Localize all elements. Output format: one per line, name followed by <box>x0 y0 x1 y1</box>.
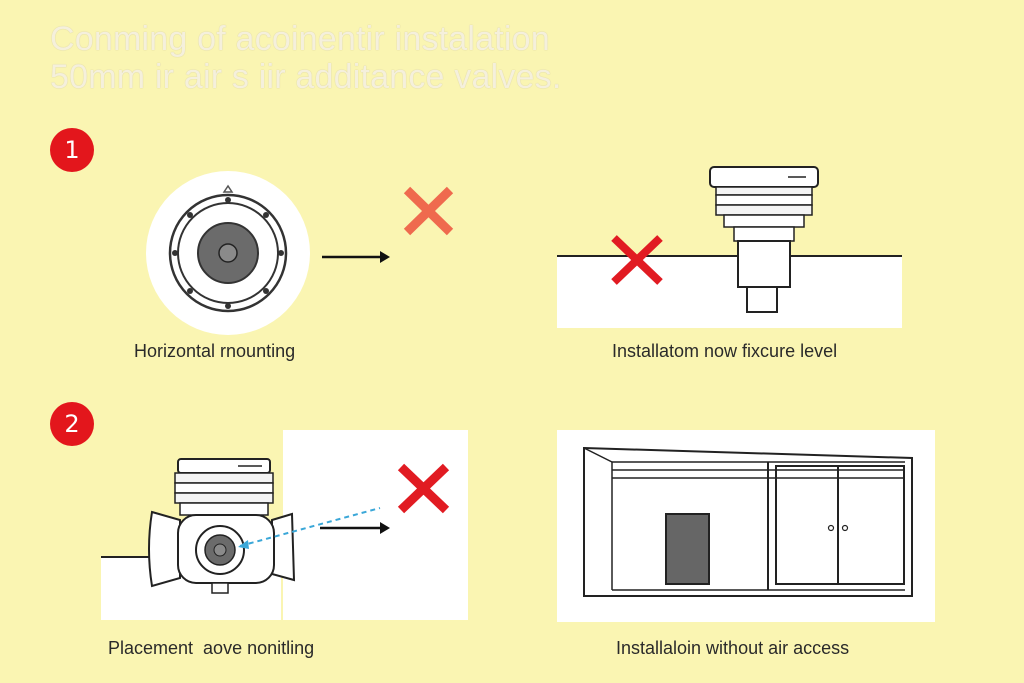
caption-fixture-level: Installatom now fixcure level <box>612 341 838 361</box>
arrow-right-icon <box>322 251 390 263</box>
cross-icon <box>611 235 663 285</box>
caption-placement-above: Placement aove nonitling <box>108 638 315 658</box>
airflow-dashed-arrow-icon <box>238 507 381 549</box>
step-badge-2: 2 <box>50 402 94 446</box>
cross-icon <box>397 463 450 514</box>
caption-without-air-access: Installaloin without air access <box>616 638 850 658</box>
cross-icon <box>403 186 454 236</box>
title-line-2: 50mm ir air s iir additance valves. <box>50 58 562 96</box>
valve-top-view-illustration <box>146 171 310 335</box>
fixture-level-illustration <box>557 166 902 328</box>
arrow-right-icon <box>320 522 390 534</box>
diagram-title: Conming of acoinentir instalation 50mm i… <box>50 20 562 96</box>
step-badge-1: 1 <box>50 128 94 172</box>
caption-horizontal-mounting: Horizontal rnounting <box>134 341 296 361</box>
title-line-1: Conming of acoinentir instalation <box>50 20 550 58</box>
side-mount-illustration <box>101 430 468 620</box>
enclosed-cabinet-illustration <box>557 430 935 622</box>
